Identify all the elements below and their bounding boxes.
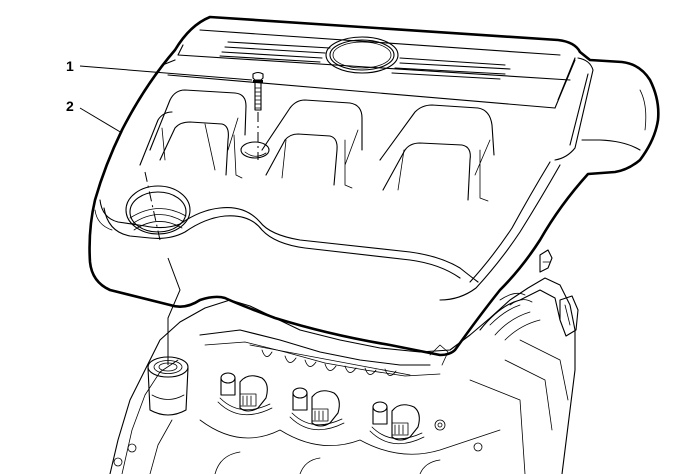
cover-logo-ribs: [219, 36, 511, 80]
callout-1-label: 1: [66, 58, 74, 74]
cover-pocket-2: [261, 99, 363, 189]
ignition-coil-3: [369, 401, 425, 445]
filler-alignment-line: [167, 257, 181, 365]
cover-pocket-3: [379, 104, 495, 202]
oil-filler-opening: [125, 185, 191, 235]
cover-bolt: [252, 71, 264, 111]
cover-pocket-1: [139, 89, 247, 179]
ignition-coil-2: [289, 387, 345, 431]
callout-2-label: 2: [66, 98, 74, 114]
engine-assembly: [109, 249, 579, 474]
callout-1-leader: [79, 65, 253, 81]
bolt-hole: [240, 141, 270, 159]
engine-cover: [88, 15, 660, 357]
ignition-coil-1: [217, 372, 273, 416]
callout-2-leader: [79, 107, 123, 134]
filler-centerline-upper: [144, 171, 161, 241]
